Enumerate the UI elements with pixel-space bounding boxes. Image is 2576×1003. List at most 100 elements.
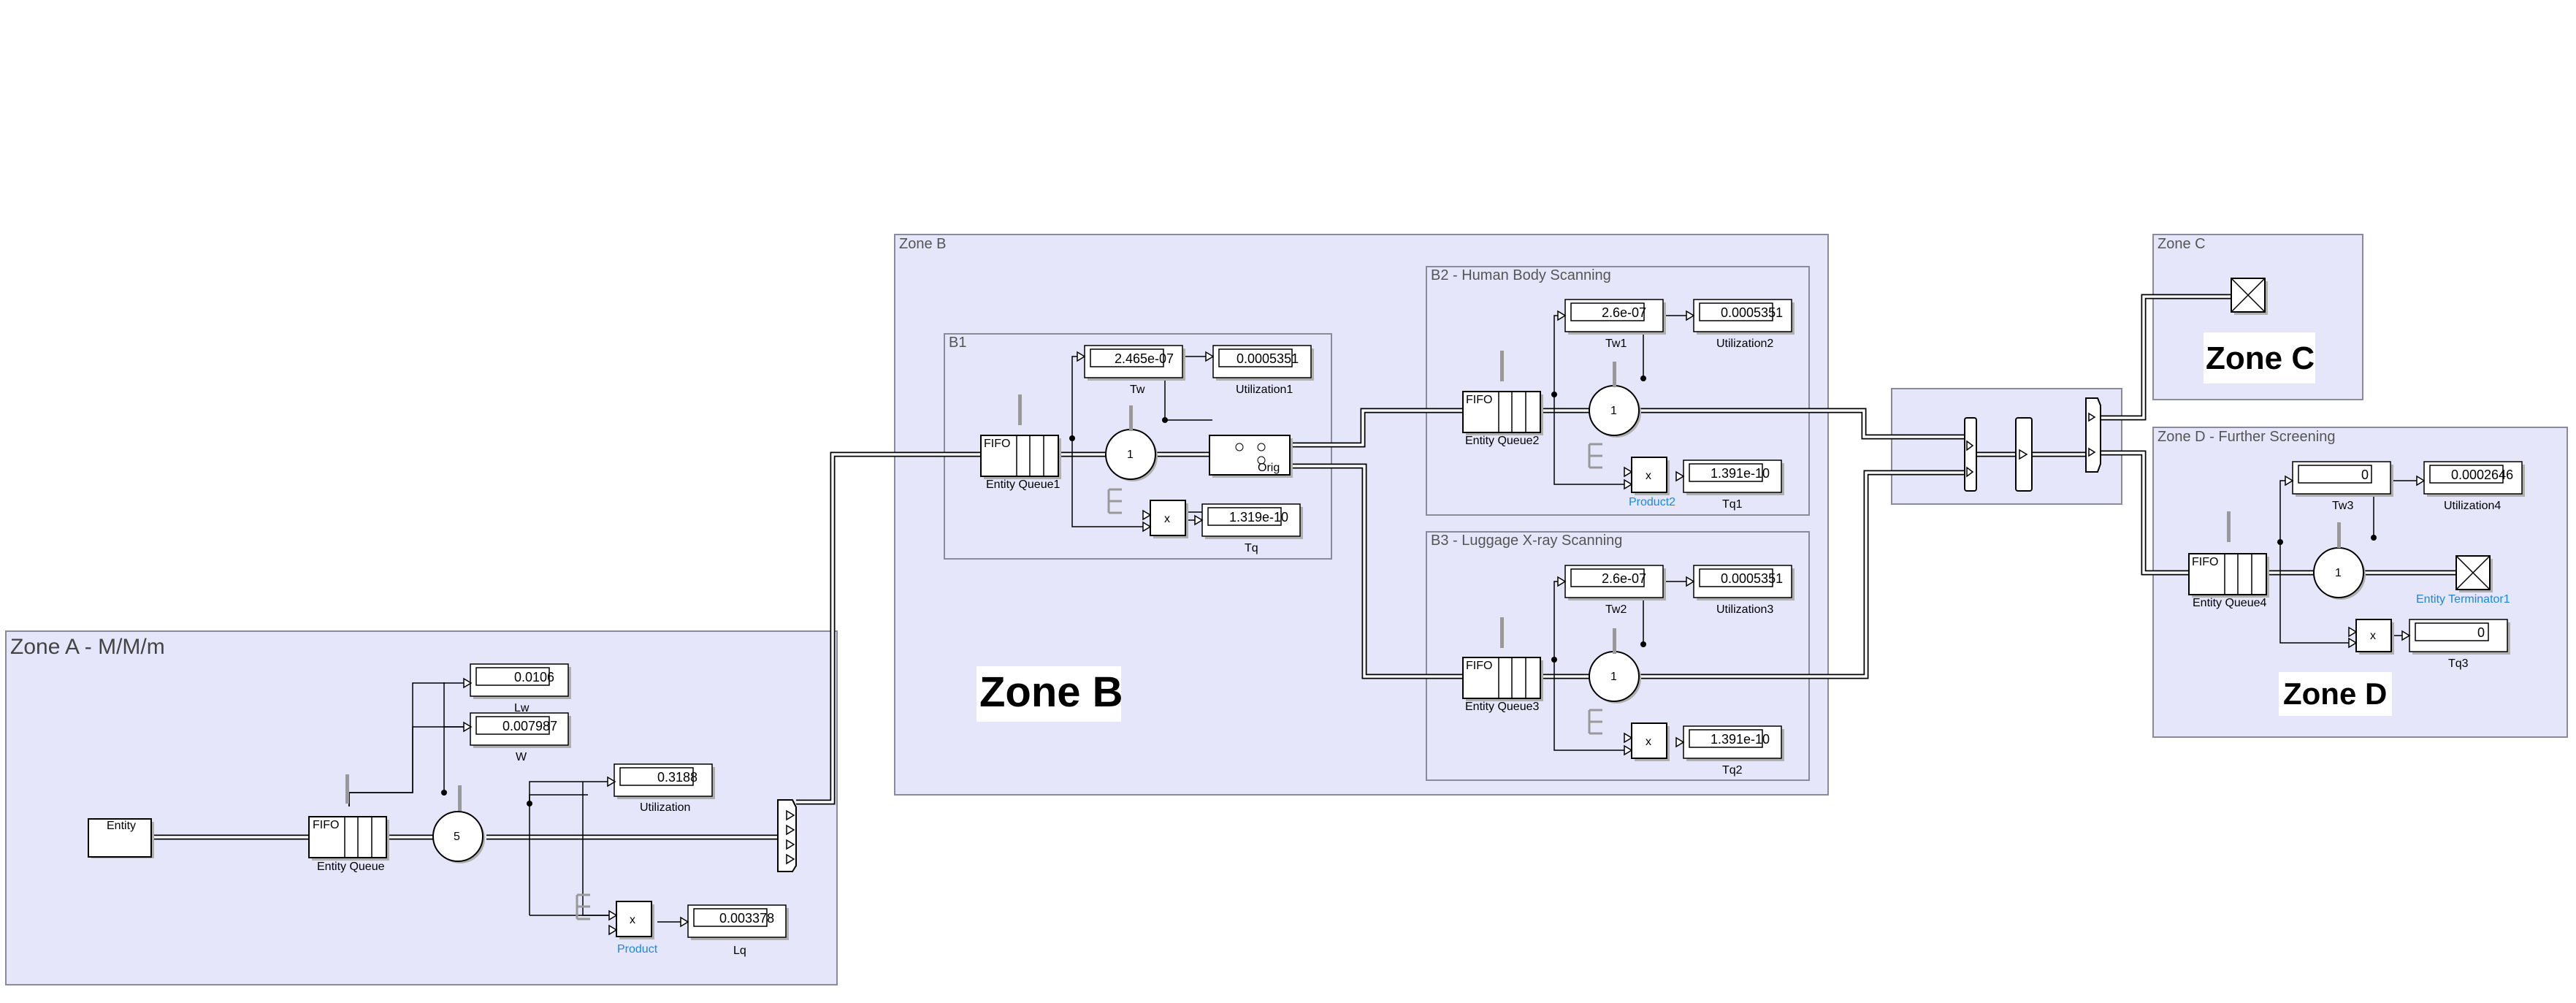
- product-op: x: [630, 914, 635, 926]
- display-tq2-value: 1.391e-10: [1711, 732, 1770, 747]
- product-b1[interactable]: x: [1150, 500, 1188, 538]
- port-arrows: [463, 310, 2426, 936]
- display-lq-value: 0.003378: [719, 911, 774, 926]
- entity-server1[interactable]: 1: [1105, 429, 1158, 481]
- entity-queue-label: Entity Queue: [317, 861, 385, 873]
- entity-queue[interactable]: FIFO Entity Queue: [308, 816, 389, 873]
- path-combiner-zone-a[interactable]: [777, 799, 797, 872]
- entity-queue-tag: FIFO: [313, 819, 339, 831]
- display-lq[interactable]: 0.003378 Lq: [687, 904, 789, 957]
- entity-queue1-tag: FIFO: [984, 438, 1010, 450]
- display-tq3[interactable]: 0 Tq3: [2409, 619, 2510, 670]
- entity-terminator1-label: Entity Terminator1: [2416, 593, 2510, 606]
- display-tq2[interactable]: 1.391e-10 Tq2: [1683, 725, 1784, 777]
- entity-queue4-tag: FIFO: [2192, 556, 2218, 568]
- entity-server[interactable]: 5: [432, 811, 485, 863]
- display-tq1-value: 1.391e-10: [1711, 466, 1770, 481]
- b1-label: B1: [949, 335, 966, 351]
- path-combiner-2[interactable]: [2015, 417, 2033, 492]
- display-tq[interactable]: 1.319e-10 Tq: [1201, 503, 1303, 554]
- display-utilization2-value: 0.0005351: [1721, 305, 1783, 320]
- entity-terminator-zone-c[interactable]: [2231, 278, 2268, 315]
- zone-d-title: Zone D: [2283, 676, 2387, 711]
- zone-c-title: Zone C: [2206, 340, 2315, 376]
- entity-server3-value: 1: [1610, 671, 1617, 683]
- display-tw1-label: Tw1: [1605, 337, 1627, 350]
- entity-replicator[interactable]: Orig: [1209, 435, 1293, 478]
- zone-a-area[interactable]: Zone A - M/M/m: [5, 630, 838, 985]
- display-lw[interactable]: 0.0106 Lw: [470, 663, 571, 714]
- display-tq1-label: Tq1: [1722, 498, 1743, 511]
- product3-op: x: [1646, 736, 1651, 748]
- display-tw1-value: 2.6e-07: [1602, 305, 1646, 320]
- display-utilization4-value: 0.0002646: [2451, 468, 2513, 482]
- display-tq3-value: 0: [2477, 625, 2485, 640]
- display-utilization2[interactable]: 0.0005351 Utilization2: [1693, 299, 1795, 350]
- display-tq2-label: Tq2: [1722, 764, 1743, 777]
- entity-queue4[interactable]: FIFO Entity Queue4: [2188, 553, 2269, 609]
- product2-op: x: [1646, 470, 1651, 482]
- product4-op: x: [2370, 630, 2376, 642]
- zone-c-area[interactable]: Zone C Zone C: [2152, 234, 2363, 400]
- display-utilization4-label: Utilization4: [2444, 500, 2501, 512]
- display-utilization1[interactable]: 0.0005351 Utilization1: [1212, 345, 1314, 396]
- zone-c-label: Zone C: [2158, 236, 2206, 252]
- merge-area[interactable]: [1891, 388, 2122, 505]
- entity-queue3[interactable]: FIFO Entity Queue3: [1462, 657, 1543, 713]
- entity-generator[interactable]: Entity: [88, 818, 154, 858]
- display-utilization3-label: Utilization3: [1716, 603, 1773, 616]
- output-switch[interactable]: [2085, 397, 2101, 473]
- entity-server-value: 5: [454, 831, 460, 843]
- product3[interactable]: x: [1631, 722, 1670, 761]
- entity-queue1[interactable]: FIFO Entity Queue1: [980, 435, 1061, 491]
- entity-port-glyphs: [345, 351, 2341, 920]
- display-tw2-value: 2.6e-07: [1602, 571, 1646, 586]
- display-tq-value: 1.319e-10: [1229, 510, 1288, 525]
- display-tw-value: 2.465e-07: [1115, 351, 1174, 366]
- display-tw[interactable]: 2.465e-07 Tw: [1084, 345, 1185, 396]
- entity-queue3-label: Entity Queue3: [1465, 701, 1540, 713]
- zone-b-title: Zone B: [979, 668, 1123, 716]
- entity-replicator-label: Orig: [1258, 462, 1280, 474]
- entity-terminator1[interactable]: Entity Terminator1: [2416, 555, 2510, 606]
- zone-d-label: Zone D - Further Screening: [2158, 429, 2335, 445]
- entity-server2[interactable]: 1: [1589, 385, 1641, 438]
- display-tw3-value: 0: [2361, 468, 2369, 482]
- display-tw1[interactable]: 2.6e-07 Tw1: [1564, 299, 1666, 350]
- display-tq3-label: Tq3: [2448, 657, 2469, 670]
- display-w[interactable]: 0.007987 W: [470, 712, 571, 763]
- display-utilization3[interactable]: 0.0005351 Utilization3: [1693, 565, 1795, 616]
- display-utilization1-value: 0.0005351: [1237, 351, 1299, 366]
- display-utilization3-value: 0.0005351: [1721, 571, 1783, 586]
- zone-a-label: Zone A - M/M/m: [10, 635, 165, 659]
- display-tw2[interactable]: 2.6e-07 Tw2: [1564, 565, 1666, 616]
- product-block[interactable]: x Product: [616, 901, 658, 956]
- display-lw-value: 0.0106: [514, 670, 554, 684]
- product4[interactable]: x: [2355, 619, 2394, 655]
- display-utilization1-label: Utilization1: [1236, 384, 1293, 396]
- display-tq1[interactable]: 1.391e-10 Tq1: [1683, 459, 1784, 511]
- entity-queue2-label: Entity Queue2: [1465, 435, 1540, 447]
- path-combiner-1[interactable]: [1964, 417, 1977, 492]
- display-lw-label: Lw: [514, 702, 530, 714]
- display-utilization4[interactable]: 0.0002646 Utilization4: [2423, 461, 2525, 512]
- display-w-label: W: [516, 751, 527, 763]
- b2-subsystem[interactable]: B2 - Human Body Scanning: [1426, 266, 1810, 516]
- display-utilization2-label: Utilization2: [1716, 337, 1773, 350]
- entity-server1-value: 1: [1127, 449, 1134, 461]
- display-tw3-label: Tw3: [2332, 500, 2353, 512]
- display-w-value: 0.007987: [502, 719, 557, 733]
- product2[interactable]: x Product2: [1629, 457, 1675, 508]
- display-tw2-label: Tw2: [1605, 603, 1627, 616]
- display-utilization[interactable]: 0.3188 Utilization: [614, 763, 715, 814]
- b3-label: B3 - Luggage X-ray Scanning: [1431, 533, 1622, 549]
- product-label: Product: [617, 943, 658, 956]
- entity-queue2[interactable]: FIFO Entity Queue2: [1462, 391, 1543, 447]
- display-tw-label: Tw: [1130, 384, 1145, 396]
- display-tw3[interactable]: 0 Tw3: [2292, 461, 2393, 512]
- display-utilization-label: Utilization: [640, 801, 690, 814]
- display-lq-label: Lq: [733, 945, 746, 957]
- display-tq-label: Tq: [1245, 542, 1258, 554]
- b3-subsystem[interactable]: B3 - Luggage X-ray Scanning: [1426, 531, 1810, 781]
- entity-server4-value: 1: [2335, 567, 2342, 579]
